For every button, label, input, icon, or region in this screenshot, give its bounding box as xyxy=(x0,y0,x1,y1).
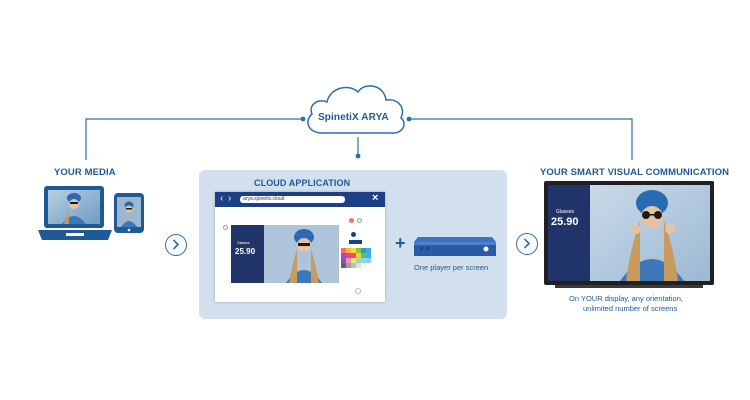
display-price-caption: Glasses xyxy=(556,209,575,215)
preview-photo xyxy=(264,225,339,283)
player-caption: One player per screen xyxy=(414,263,489,272)
display-price: 25.90 xyxy=(551,216,579,228)
chevron-right-icon xyxy=(172,239,180,250)
smart-label: YOUR SMART VISUAL COMMUNICATION xyxy=(540,167,730,178)
color-palette xyxy=(341,248,371,268)
preview-price: 25.90 xyxy=(235,247,256,256)
tool-bar xyxy=(349,240,362,244)
laptop-icon xyxy=(36,186,114,244)
tool-dot xyxy=(351,232,356,237)
cloud-icon xyxy=(307,85,405,134)
preview-price-panel: Glasses 25.90 xyxy=(231,225,264,283)
preview-price-caption: Glasses xyxy=(237,241,250,245)
forward-icon: › xyxy=(228,193,232,204)
tool-dot xyxy=(349,218,354,223)
display-stand xyxy=(555,285,703,288)
browser-toolbar: ‹ › arya.spinetix.cloud × xyxy=(215,192,385,207)
browser-window: ‹ › arya.spinetix.cloud × Glasses 25.90 xyxy=(215,192,385,302)
cloud-label: SpinetiX ARYA xyxy=(318,112,389,123)
smart-caption-line1: On YOUR display, any orientation, xyxy=(569,294,683,303)
close-icon: × xyxy=(372,192,379,204)
canvas-preview: Glasses 25.90 xyxy=(231,225,339,283)
plus-icon: + xyxy=(395,233,406,253)
tool-dot xyxy=(357,218,362,223)
smart-caption-line2: unlimited number of screens xyxy=(583,304,678,313)
cloud-app-label: CLOUD APPLICATION xyxy=(254,178,351,188)
flow-arrow-left xyxy=(165,234,187,256)
chevron-right-icon xyxy=(523,238,531,249)
display-photo xyxy=(590,185,710,281)
media-label: YOUR MEDIA xyxy=(54,167,116,178)
back-icon: ‹ xyxy=(220,193,224,204)
phone-icon xyxy=(114,193,144,233)
tool-dot xyxy=(223,225,228,230)
display-screen: Glasses 25.90 xyxy=(544,181,714,285)
tool-dot xyxy=(355,288,361,294)
url-bar: arya.spinetix.cloud xyxy=(240,196,345,203)
display-price-panel: Glasses 25.90 xyxy=(548,185,590,281)
player-device-icon xyxy=(414,237,496,256)
flow-arrow-right xyxy=(516,233,538,255)
